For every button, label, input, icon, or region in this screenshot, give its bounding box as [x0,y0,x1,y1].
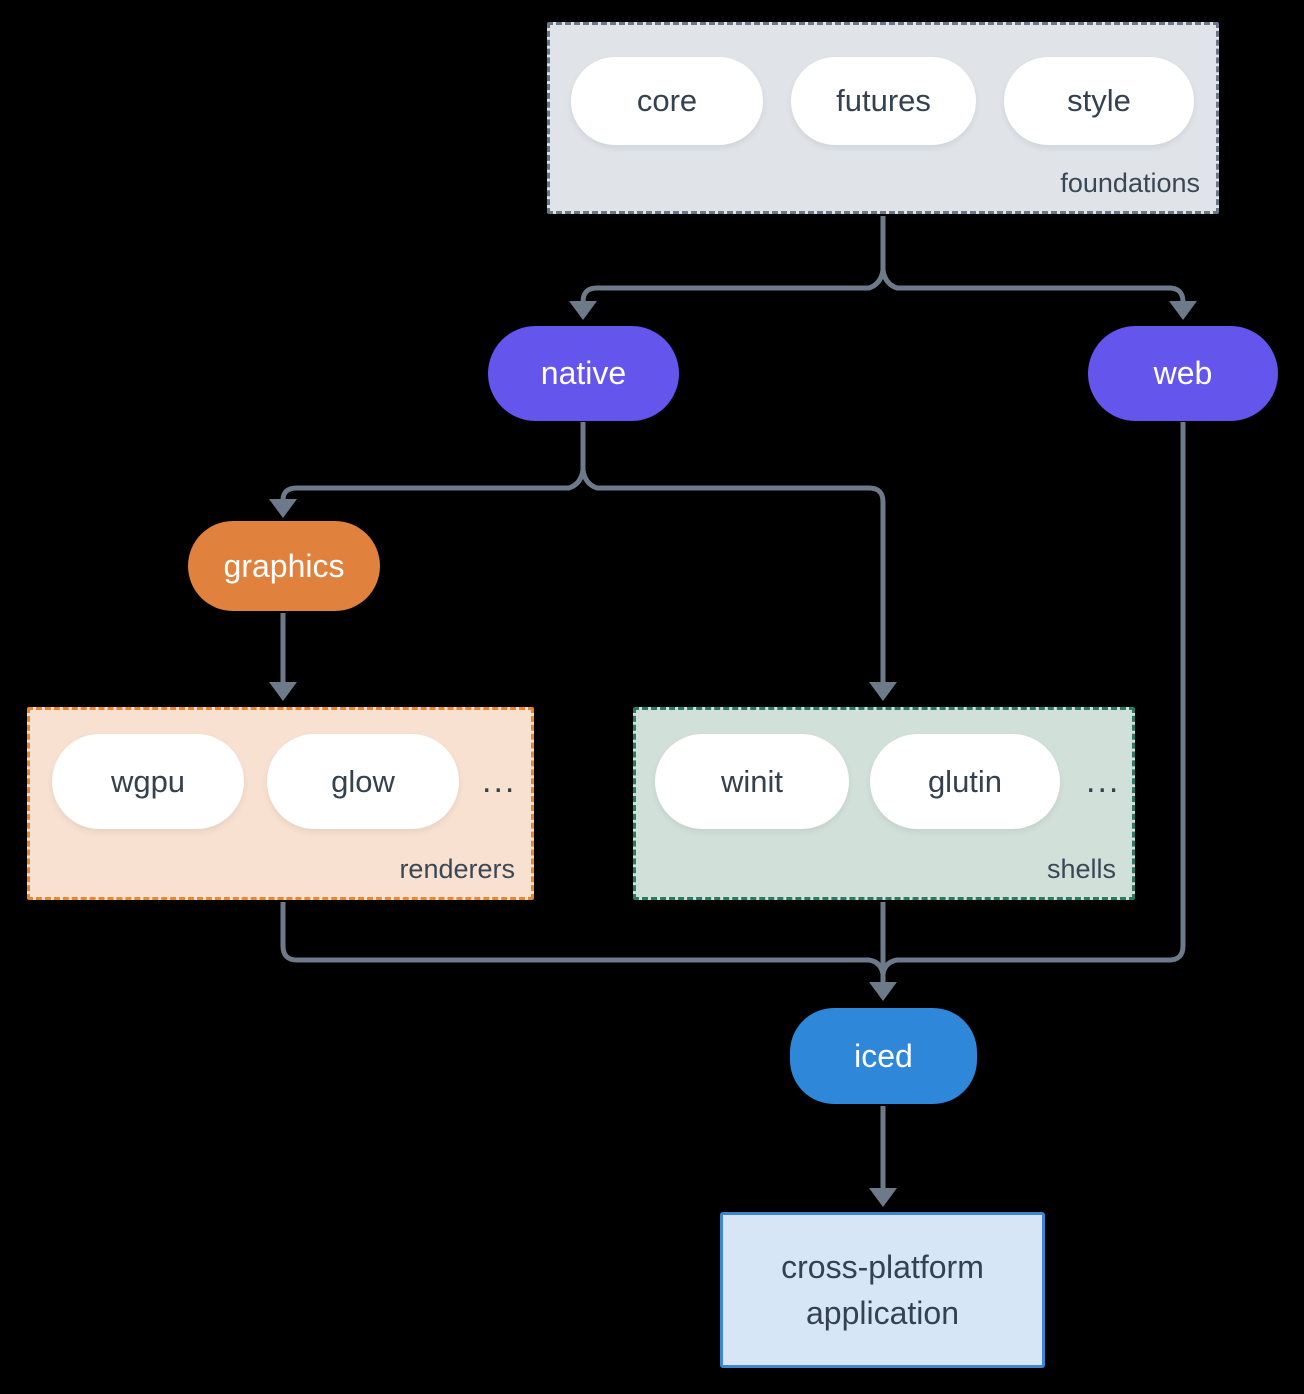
node-style-label: style [1067,83,1131,118]
renderers-group-label: renderers [399,854,515,884]
node-iced-label: iced [854,1037,913,1074]
arrowhead-to-renderers-icon [269,682,297,701]
node-native-label: native [540,355,627,391]
arrowhead-to-shells-icon [869,682,897,701]
node-core: core [571,57,763,145]
connector-merge-to-iced [280,422,1186,1001]
arrowhead-to-web-icon [1169,301,1197,320]
node-core-label: core [636,83,698,118]
foundations-group-label: foundations [1060,168,1200,198]
shells-group: winit glutin ... shells [633,707,1135,900]
connector-iced-to-application [869,1106,897,1207]
connector-foundations-branch [569,216,1197,320]
node-web: web [1088,326,1278,421]
arrowhead-to-native-icon [569,301,597,320]
node-web-label: web [1153,355,1213,391]
node-glutin-label: glutin [927,763,1003,799]
connector-graphics-to-renderers [269,613,297,701]
node-style: style [1004,57,1194,145]
foundations-group: core futures style foundations [547,22,1219,214]
renderers-group: wgpu glow ... renderers [27,707,534,900]
node-wgpu-label: wgpu [110,763,186,799]
node-iced: iced [790,1008,977,1104]
node-cross-platform-application: cross-platform application [720,1212,1045,1368]
node-native: native [488,326,679,421]
shells-group-label: shells [1046,854,1116,884]
node-cross-platform-application-label: cross-platform application [781,1248,984,1331]
arrowhead-to-graphics-icon [269,499,297,518]
node-futures-label: futures [836,83,931,118]
node-glow: glow [267,734,459,829]
node-winit-label: winit [720,763,783,799]
node-wgpu: wgpu [52,734,244,829]
node-winit: winit [655,734,849,829]
arrowhead-to-iced-icon [869,982,897,1001]
node-graphics: graphics [188,521,380,611]
renderers-ellipsis: ... [482,762,517,800]
node-futures: futures [791,57,976,145]
node-glutin: glutin [870,734,1060,829]
node-glow-label: glow [331,763,395,799]
node-graphics-label: graphics [223,547,345,584]
arrowhead-to-application-icon [869,1188,897,1207]
shells-ellipsis: ... [1086,762,1121,800]
connector-native-branch [269,422,897,701]
